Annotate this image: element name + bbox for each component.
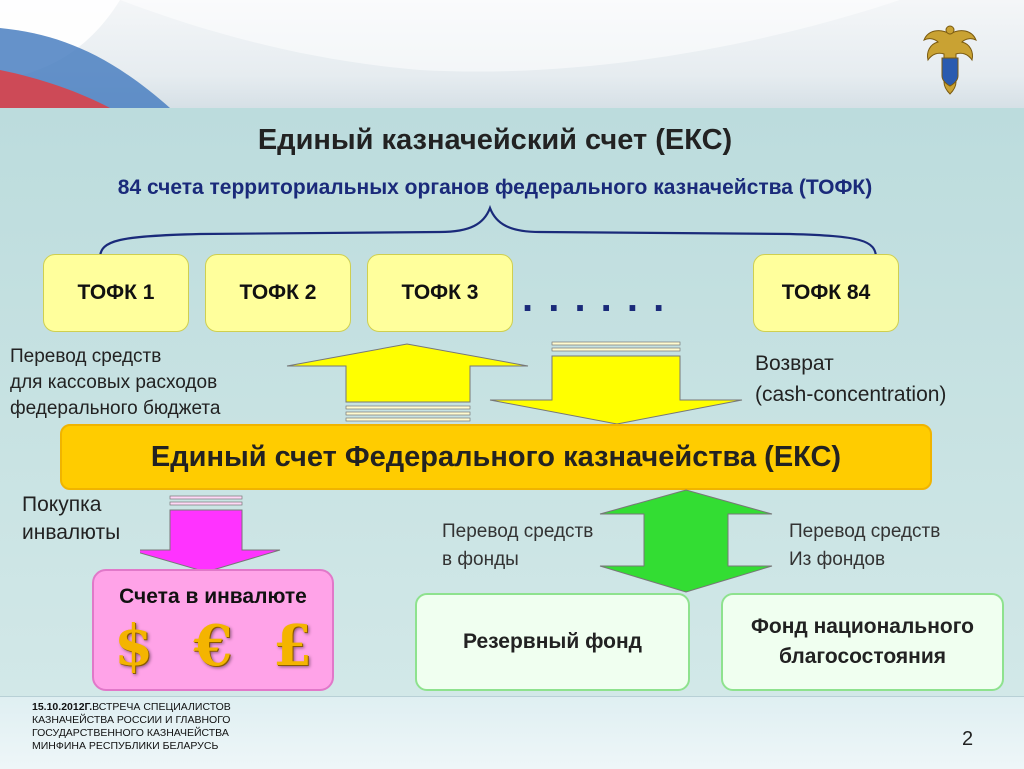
up-arrow-transfer [286,343,529,403]
transfer-to-funds-label: Перевод средств в фонды [442,521,594,570]
euro-icon: € [193,613,233,679]
russian-flag-graphic [0,0,900,108]
fx-down-arrow [140,495,281,573]
ellipsis-dots: . . . . . . [522,276,667,320]
page-title: Единый казначейский счет (ЕКС) [257,124,733,156]
fx-purchase-label: Покупка инвалюты [22,493,121,544]
down-arrow-return [489,355,743,425]
footer-meeting-info: 15.10.2012г.Встреча специалистов казначе… [32,701,231,752]
page-number: 2 [962,728,974,750]
dollar-icon: $ [114,613,154,679]
tofk-box-2: ТОФК 2 [205,254,351,332]
transfer-from-funds-label: Перевод средств Из фондов [789,521,941,570]
grouping-brace [98,204,878,259]
tofk-eks-arrows [286,341,743,425]
footer-bar [0,696,1024,769]
welfare-fund-box: Фонд национального благосостояния [721,593,1004,691]
tofk-box-84: ТОФК 84 [753,254,899,332]
fx-accounts-box: Счета в инвалюте $ € £ [92,569,334,691]
eks-main-account-box: Единый счет Федерального казначейства (Е… [60,424,932,490]
pound-icon: £ [272,613,312,679]
header-banner [0,0,1024,108]
fx-accounts-title: Счета в инвалюте [119,585,307,608]
return-cash-concentration-label: Возврат (cash-concentration) [755,352,947,406]
tofk-box-1: ТОФК 1 [43,254,189,332]
tofk-box-3: ТОФК 3 [367,254,513,332]
reserve-fund-box: Резервный фонд [415,593,690,691]
transfer-expenses-label: Перевод средств для кассовых расходов фе… [10,346,221,419]
page-subtitle: 84 счета территориальных органов федерал… [117,176,873,199]
treasury-emblem-icon [923,25,977,95]
funds-double-arrow [599,489,773,593]
